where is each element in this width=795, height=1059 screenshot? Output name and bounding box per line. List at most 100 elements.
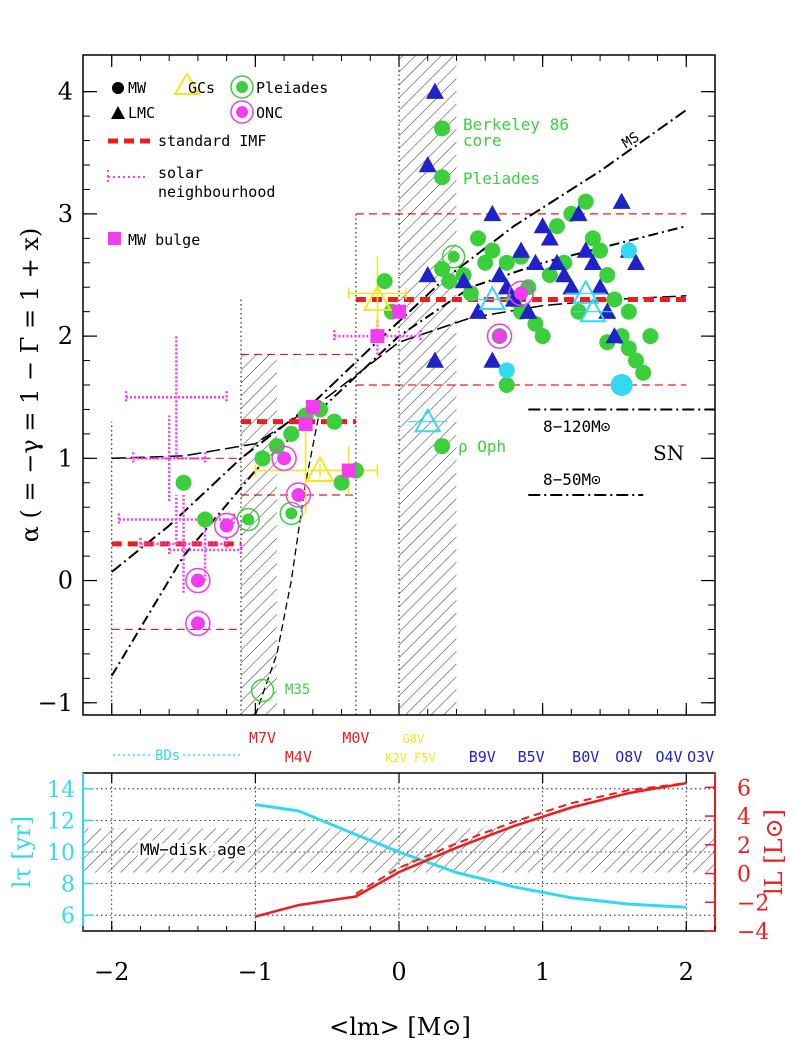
left-y-tick-label: 14 <box>47 778 75 803</box>
spectral-type-label: F5V <box>414 751 436 765</box>
bottom-x-tick-label: 1 <box>535 958 550 986</box>
mw-point <box>527 315 544 332</box>
mw-point <box>434 260 451 277</box>
y-tick-label: −1 <box>38 689 73 717</box>
mw-point <box>197 511 214 528</box>
legend-imf-label: standard IMF <box>158 132 266 150</box>
mw-point <box>635 364 652 381</box>
right-y-tick-label: 2 <box>737 834 751 859</box>
onc-dot <box>277 451 292 466</box>
lmc-point <box>562 278 581 295</box>
onc-ring-marker <box>508 280 534 307</box>
lmc-point <box>583 253 602 270</box>
lmc-point <box>425 82 444 99</box>
spectral-type-label: M7V <box>249 729 276 747</box>
bulge-square <box>341 463 356 478</box>
mw-labeled-point <box>434 438 451 455</box>
mw-point <box>584 230 601 247</box>
lmc-point <box>598 302 617 319</box>
pleiades-ring-marker <box>441 244 466 269</box>
bottom-left-axis-label: lτ [yr] <box>8 816 36 888</box>
mw-point <box>376 273 393 290</box>
luminosity-dashed-curve <box>355 782 687 895</box>
spectral-type-label: K2V <box>385 751 407 765</box>
mw-point <box>620 340 637 357</box>
y-tick-label: 2 <box>58 322 73 350</box>
legend-gc-label: GCs <box>188 79 215 97</box>
left-y-tick-label: 8 <box>61 873 75 898</box>
lmc-point <box>483 351 502 368</box>
onc-ring-marker <box>486 323 513 349</box>
lmc-point <box>605 327 624 344</box>
bds-marker: BDs <box>113 746 243 767</box>
annotation-rho-oph: ρ Oph <box>458 437 506 456</box>
onc-dot <box>190 616 205 631</box>
pleiades-dot <box>285 507 298 520</box>
bottom-x-tick-label: 0 <box>391 958 406 986</box>
ms-curve <box>111 109 687 573</box>
annotation-berkeley86: Berkeley 86 <box>463 115 569 134</box>
spectral-type-label: M4V <box>285 748 312 766</box>
onc-ring-marker <box>185 567 211 594</box>
onc-dot <box>190 573 205 588</box>
cyan-point <box>620 242 637 259</box>
cyan-open-triangle <box>579 297 607 323</box>
spectral-type-label: O4V <box>655 748 682 766</box>
lmc-point <box>512 241 531 258</box>
annotation-sn-range-120: 8−120M⊙ <box>543 417 611 436</box>
cyan-point <box>498 362 515 379</box>
sn-50-curve <box>111 295 687 460</box>
mw-point <box>283 425 300 442</box>
mw-point <box>606 291 623 308</box>
onc-ring-marker <box>185 610 211 637</box>
lmc-point <box>612 192 631 209</box>
pleiades-dot <box>447 250 460 263</box>
onc-ring-marker <box>271 445 297 472</box>
mw-point <box>541 267 558 283</box>
bottom-x-tick-label: −2 <box>94 958 129 986</box>
legend-neighbourhood-label: neighbourhood <box>158 183 275 201</box>
lifetime-curve <box>255 803 687 909</box>
mw-point <box>477 254 494 271</box>
mw-point <box>254 450 271 467</box>
cyan-point <box>610 374 633 396</box>
onc-ring-marker <box>213 512 240 539</box>
annotation-berkeley86-core: core <box>463 131 502 150</box>
bottom-x-tick-label: −1 <box>238 958 273 986</box>
lmc-point <box>418 266 437 283</box>
y-tick-label: 1 <box>58 444 73 472</box>
mw-point <box>642 328 659 345</box>
mw-point <box>599 267 616 283</box>
lmc-point <box>483 204 502 222</box>
left-y-tick-label: 12 <box>47 809 75 834</box>
legend-pleiades-label: Pleiades <box>256 79 328 97</box>
legend-bulge-label: MW bulge <box>128 231 200 249</box>
legend-mw-label: MW <box>128 79 147 97</box>
left-y-tick-label: 6 <box>61 904 75 929</box>
pleiades-ring-marker <box>250 678 275 703</box>
lmc-point <box>540 229 559 246</box>
mw-point <box>441 273 458 290</box>
gc-triangle <box>362 284 393 311</box>
lmc-point <box>548 253 566 270</box>
mw-point <box>462 285 479 302</box>
bulge-square <box>392 304 406 319</box>
cyan-open-triangle <box>478 285 507 311</box>
mw-point <box>620 303 637 320</box>
spectral-type-label: B9V <box>469 748 496 766</box>
right-y-tick-label: 4 <box>737 805 751 830</box>
annotation-sn: SN <box>653 441 684 465</box>
lmc-point <box>504 290 523 307</box>
spectral-type-label: B5V <box>518 748 545 766</box>
legend-onc-ring <box>230 100 254 124</box>
mw-point <box>326 413 343 430</box>
mw-labeled-point <box>434 120 451 137</box>
mw-labeled-point <box>434 169 451 186</box>
legend-solar-label: solar <box>158 164 203 182</box>
legend-onc-dot <box>236 106 248 118</box>
hatched-region-solar-mass <box>399 55 457 715</box>
lmc-point <box>425 351 444 368</box>
legend-onc-label: ONC <box>256 104 283 122</box>
